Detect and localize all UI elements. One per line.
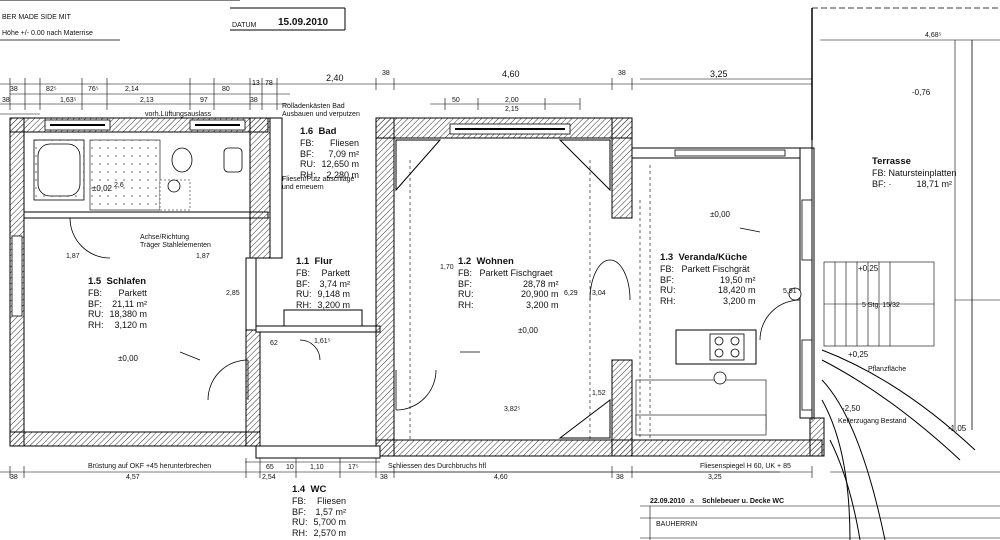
dim-top: 97 — [200, 97, 208, 104]
footer-text: Schlebeuer u. Decke WC — [702, 498, 785, 505]
dim-inner: 2,85 — [226, 290, 240, 297]
dim-top: 2,14 — [125, 86, 139, 93]
level-marker: ±0,02 — [92, 184, 112, 193]
datum-label: DATUM — [232, 22, 257, 29]
dim-top: 38 — [618, 70, 626, 77]
bottom-note: Brüstung auf OKF +45 herunterbrechen — [88, 463, 212, 470]
traeger-note: Träger Stahlelementen — [140, 242, 211, 249]
dim-window: 50 — [452, 97, 460, 104]
achse-note: Achse/Richtung — [140, 234, 190, 241]
dim-bottom: 3,25 — [708, 474, 722, 481]
dim-top: 78 — [265, 80, 273, 87]
room-veranda-kueche: 1.3 Veranda/Küche FB:Parkett Fischgrät B… — [660, 252, 756, 306]
dim-top: 38 — [2, 97, 10, 104]
dim-inner: 1,52 — [592, 390, 606, 397]
dim-bottom: 4,60 — [494, 474, 508, 481]
dim-bottom: 65 — [266, 464, 274, 471]
dim-top: 13 — [252, 80, 260, 87]
level-marker: ±0,00 — [710, 210, 730, 219]
header-note: BER MADE SIDE MIT — [2, 14, 71, 21]
dim-bottom: 38 — [10, 474, 18, 481]
level-marker: -2,50 — [842, 404, 861, 413]
level-marker: -1,05 — [948, 424, 967, 433]
dim-top: 82⁵ — [46, 86, 57, 93]
elevation-note: Höhe +/- 0.00 nach Materrise — [2, 30, 93, 37]
dim-inner: 5,91 — [783, 288, 797, 295]
pflanz-note: Pflanzfläche — [868, 366, 907, 373]
level-marker: ±0,00 — [518, 326, 538, 335]
dim-inner: 1,61⁵ — [314, 338, 331, 345]
bad-note: und erneuern — [282, 184, 324, 191]
dim-inner: 1,87 — [196, 253, 210, 260]
stair-note: 5 Stg. 15/32 — [862, 302, 900, 309]
dim-top: 2,13 — [140, 97, 154, 104]
dim-bottom: 2,54 — [262, 474, 276, 481]
room-flur: 1.1 Flur FB:Parkett BF:3,74 m² RU:9,148 … — [296, 256, 351, 310]
dim-top: 2,40 — [326, 73, 344, 83]
dim-top: 76⁵ — [88, 86, 99, 93]
dim-top: 38 — [382, 70, 390, 77]
dim-inner: 3,82⁵ — [504, 406, 521, 413]
dim-bottom: 38 — [616, 474, 624, 481]
dim-window: 2,00 — [505, 97, 519, 104]
footer-rev: a — [690, 498, 694, 505]
level-marker: ±0,00 — [118, 354, 138, 363]
dim-bottom: 17⁵ — [348, 464, 359, 471]
dim-top: 4,60 — [502, 69, 520, 79]
bad-note: Ausbauen und verputzen — [282, 111, 360, 118]
bottom-note: Fliesenspiegel H 60, UK + 85 — [700, 463, 791, 470]
level-marker: +0,25 — [848, 350, 869, 359]
bauherrin-label: BAUHERRIN — [656, 521, 698, 528]
dim-top: 3,25 — [710, 69, 728, 79]
bottom-note: Schliessen des Durchbruchs hfl — [388, 463, 487, 470]
dim-terrace: 4,68⁵ — [925, 32, 942, 39]
bad-note: Fliesen/Putz abschlage — [282, 176, 355, 183]
dim-inner: 2,6 — [114, 182, 124, 189]
room-schlafen: 1.5 Schlafen FB:Parkett BF:21,11 m² RU:1… — [88, 276, 148, 330]
dim-inner: 6,29 — [564, 290, 578, 297]
dim-window: 2,15 — [505, 106, 519, 113]
footer-date: 22.09.2010 — [650, 498, 686, 505]
dim-inner: 3,04 — [592, 290, 606, 297]
dim-inner: 1,70 — [440, 264, 454, 271]
dim-inner: 1,87 — [66, 253, 80, 260]
dim-top: 1,63⁵ — [60, 97, 77, 104]
dim-top: 80 — [222, 86, 230, 93]
room-bad: 1.6 Bad FB:Fliesen BF:7,09 m² RU:12,650 … — [300, 126, 360, 180]
dim-top: 38 — [10, 86, 18, 93]
level-marker: -0,76 — [912, 88, 931, 97]
level-marker: +0,25 — [858, 264, 879, 273]
lueftung-note: vorh.Lüftungsauslass — [145, 111, 212, 118]
room-wc: 1.4 WC FB:Fliesen BF:1,57 m² RU:5,700 m … — [292, 484, 347, 538]
room-terrasse: Terrasse FB: Natursteinplatten BF: · 18,… — [872, 156, 957, 189]
datum-value: 15.09.2010 — [278, 17, 329, 28]
dim-bottom: 10 — [286, 464, 294, 471]
keller-note: Kellerzugang Bestand — [838, 418, 907, 425]
dim-bottom: 38 — [380, 474, 388, 481]
room-wohnen: 1.2 Wohnen FB:Parkett Fischgraet BF:28,7… — [458, 256, 559, 310]
dim-inner: 62 — [270, 340, 278, 347]
dim-top: 38 — [250, 97, 258, 104]
dim-bottom: 4,57 — [126, 474, 140, 481]
dim-bottom: 1,10 — [310, 464, 324, 471]
bad-note: Rolladenkästen Bad — [282, 103, 345, 110]
